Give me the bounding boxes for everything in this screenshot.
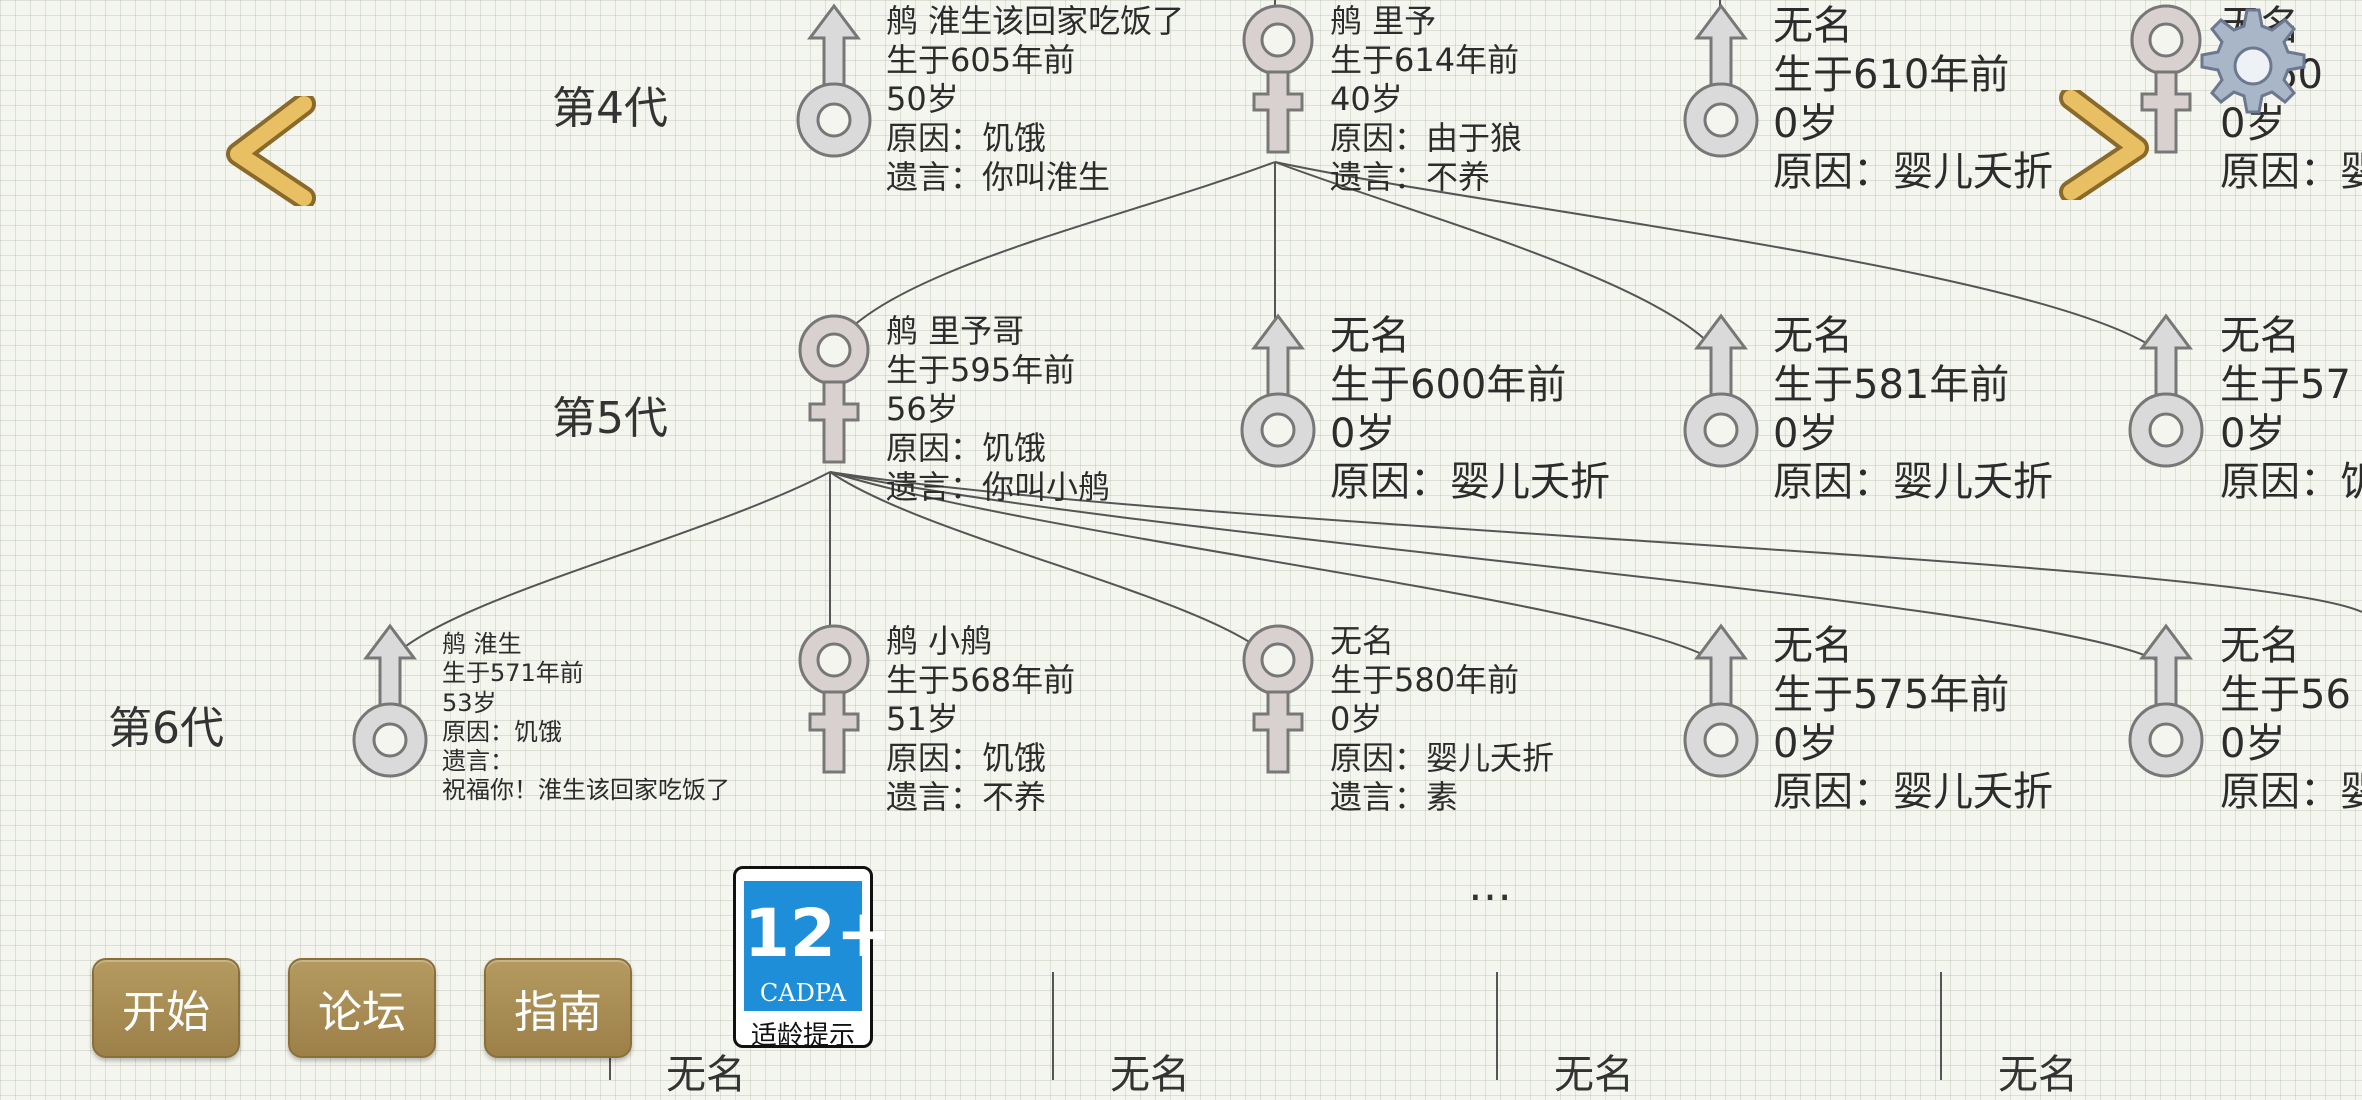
person-name: 无名	[2220, 623, 2300, 669]
age: 56岁	[886, 390, 959, 429]
age-rating-badge: 12+ CADPA 适龄提示	[733, 866, 892, 1051]
age: 0岁	[1773, 720, 1839, 767]
death-cause: 原因：由于狼	[1330, 119, 1523, 158]
birth-year: 生于595年前	[886, 351, 1076, 390]
tree-branch-line	[1052, 972, 1054, 1080]
person-name: 无名	[1773, 623, 1853, 669]
age-rating-number: 12+	[744, 895, 892, 972]
birth-year: 生于580年前	[1330, 661, 1520, 700]
person-name: 鸼 里予	[1330, 2, 1437, 40]
person-name: 鸼 里予哥	[886, 312, 1025, 350]
last-words: 遗言：你叫淮生	[886, 158, 1111, 197]
birth-year: 生于614年前	[1330, 41, 1520, 80]
forum-button[interactable]: 论坛	[288, 958, 436, 1058]
generation-label: 第4代	[552, 83, 668, 134]
death-cause: 原因：饥饿	[886, 119, 1047, 158]
female-symbol-icon	[798, 314, 870, 464]
death-cause: 原因：饥	[2220, 459, 2362, 506]
age: 53岁	[442, 688, 497, 717]
person-name: 鸼 淮生该回家吃饭了	[886, 2, 1185, 40]
birth-year: 生于600年前	[1330, 361, 1567, 408]
male-symbol-icon	[1683, 623, 1759, 778]
person-name: 无名	[1330, 622, 1395, 660]
death-cause: 原因：婴儿夭折	[1773, 769, 2053, 816]
male-symbol-icon	[1683, 313, 1759, 468]
person-name: 无名	[1110, 1052, 1190, 1098]
death-cause: 原因：婴儿夭折	[1773, 149, 2053, 196]
last-words: 遗言：不养	[1330, 158, 1491, 197]
birth-year: 生于605年前	[886, 41, 1076, 80]
death-cause: 原因：饥饿	[886, 429, 1047, 468]
female-symbol-icon	[1242, 4, 1314, 154]
age-rating-org: CADPA	[759, 979, 847, 1007]
female-symbol-icon	[798, 624, 870, 774]
death-cause: 原因：饥饿	[442, 717, 562, 746]
person-name: 无名	[1773, 3, 1853, 49]
death-cause: 原因：婴	[2220, 149, 2362, 196]
age: 0岁	[2220, 720, 2286, 767]
death-cause: 原因：饥饿	[886, 739, 1047, 778]
last-words: 遗言：	[442, 747, 514, 776]
generation-label: 第6代	[108, 703, 224, 754]
age-rating-box: 12+ CADPA	[744, 881, 892, 1011]
age: 0岁	[1330, 700, 1383, 739]
age: 0岁	[1330, 410, 1396, 457]
female-symbol-icon	[2130, 4, 2202, 154]
male-symbol-icon	[1240, 313, 1316, 468]
age: 40岁	[1330, 80, 1403, 119]
birth-year: 生于57	[2220, 361, 2351, 408]
last-words-text: 祝福你！淮生该回家吃饭了	[442, 776, 730, 805]
person-name: 无名	[1998, 1052, 2078, 1098]
female-symbol-icon	[1242, 624, 1314, 774]
person-name: 无名	[1554, 1052, 1634, 1098]
chevron-left-icon[interactable]	[220, 96, 320, 206]
last-words: 遗言：不养	[886, 778, 1047, 817]
age-rating-tip: 适龄提示	[750, 1021, 855, 1051]
male-symbol-icon	[2128, 623, 2204, 778]
male-symbol-icon	[1683, 3, 1759, 158]
person-name: 无名	[1773, 313, 1853, 359]
birth-year: 生于568年前	[886, 661, 1076, 700]
last-words: 遗言：你叫小鸼	[886, 468, 1111, 507]
age: 0岁	[1773, 410, 1839, 457]
male-symbol-icon	[2128, 313, 2204, 468]
person-name: 无名	[2220, 313, 2300, 359]
guide-button[interactable]: 指南	[484, 958, 632, 1058]
chevron-right-icon[interactable]	[2055, 90, 2155, 200]
birth-year: 生于610年前	[1773, 51, 2010, 98]
death-cause: 原因：婴儿夭折	[1330, 459, 1610, 506]
male-symbol-icon	[352, 623, 428, 778]
birth-year: 生于56	[2220, 671, 2351, 718]
tree-branch-line	[1496, 972, 1498, 1080]
birth-year: 生于571年前	[442, 659, 584, 688]
age: 50岁	[886, 80, 959, 119]
death-cause: 原因：婴	[2220, 769, 2362, 816]
more-indicator[interactable]: …	[1468, 860, 1512, 911]
person-name: 无名	[666, 1052, 746, 1098]
tree-branch-line	[1940, 972, 1942, 1080]
gear-icon[interactable]	[2198, 6, 2308, 138]
age: 0岁	[2220, 410, 2286, 457]
last-words: 遗言：素	[1330, 778, 1459, 817]
male-symbol-icon	[796, 3, 872, 158]
person-name: 无名	[1330, 313, 1410, 359]
person-name: 鸼 小鸼	[886, 622, 993, 660]
death-cause: 原因：婴儿夭折	[1330, 739, 1555, 778]
birth-year: 生于575年前	[1773, 671, 2010, 718]
start-button[interactable]: 开始	[92, 958, 240, 1058]
age: 0岁	[1773, 100, 1839, 147]
birth-year: 生于581年前	[1773, 361, 2010, 408]
person-name: 鸼 淮生	[442, 630, 522, 658]
generation-label: 第5代	[552, 393, 668, 444]
death-cause: 原因：婴儿夭折	[1773, 459, 2053, 506]
age: 51岁	[886, 700, 959, 739]
